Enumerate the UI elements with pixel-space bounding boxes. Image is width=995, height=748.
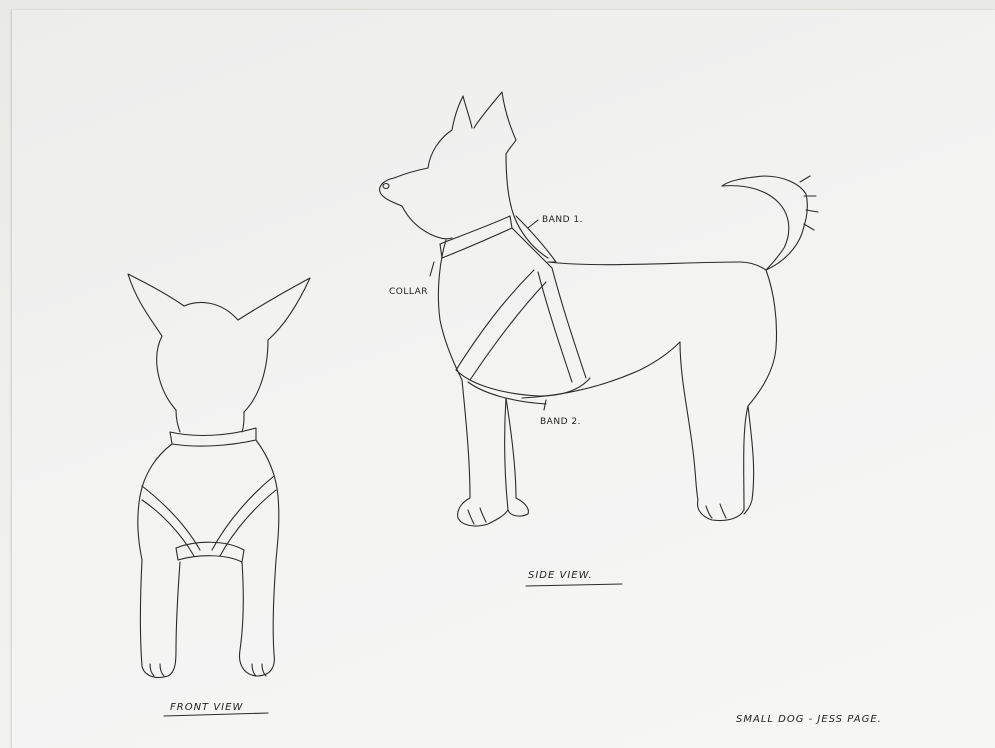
side-view-underline (526, 584, 622, 586)
side-head (380, 130, 452, 239)
side-ear-left (452, 96, 472, 130)
footer-caption: SMALL DOG - JESS PAGE. (736, 714, 882, 725)
front-head (157, 303, 268, 412)
side-collar (440, 216, 512, 258)
front-ear-left (128, 274, 184, 336)
front-leg-right (240, 560, 276, 676)
side-front-leg-2 (506, 398, 528, 516)
front-chest-band (176, 542, 244, 562)
front-view-dog (128, 274, 310, 678)
side-tail (722, 176, 807, 270)
front-harness-right (212, 476, 276, 556)
front-body-left (138, 444, 172, 560)
front-collar (170, 428, 256, 446)
side-view-dog (380, 92, 818, 526)
front-leg-left (141, 560, 181, 678)
side-strap-vertical (538, 268, 586, 382)
front-harness-left (142, 486, 200, 556)
side-band-1-diagonal (456, 270, 546, 380)
side-hind-leg (680, 342, 748, 521)
collar-label: COLLAR (389, 287, 428, 297)
front-view-underline (164, 713, 268, 716)
front-face-sides (176, 410, 244, 432)
band1-label: BAND 1. (542, 215, 583, 225)
side-belly (522, 342, 680, 398)
band2-leader (544, 400, 546, 410)
side-chest (438, 240, 462, 380)
side-nose (383, 184, 389, 189)
collar-leader (430, 262, 434, 276)
side-view-caption: SIDE VIEW. (528, 570, 593, 581)
side-hind-paw-toes (706, 504, 726, 518)
side-front-paw-toes (468, 508, 486, 524)
side-haunch (748, 270, 777, 406)
band2-label: BAND 2. (540, 417, 581, 427)
side-front-leg-1 (458, 380, 508, 526)
front-view-caption: FRONT VIEW (170, 702, 243, 713)
side-ear-right (474, 92, 516, 154)
band1-leader (528, 220, 538, 228)
front-body-right (256, 440, 279, 560)
side-tail-fur (800, 176, 818, 230)
side-back (548, 262, 766, 270)
front-ear-right (238, 278, 310, 340)
